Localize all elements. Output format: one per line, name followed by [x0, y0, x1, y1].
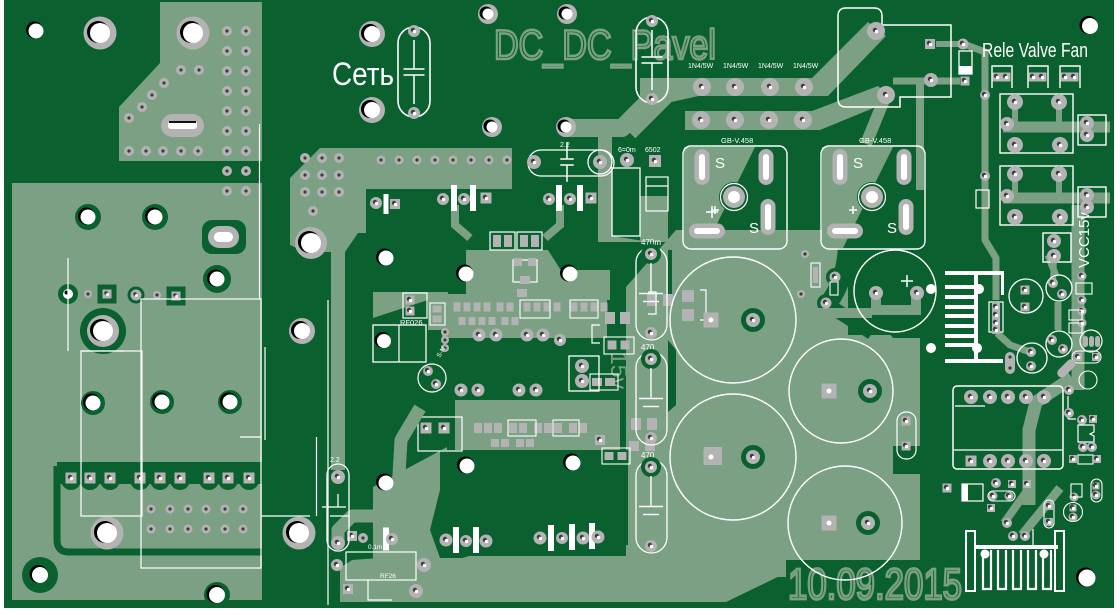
svg-text:S: S — [887, 220, 897, 237]
svg-text:0.1m: 0.1m — [368, 544, 382, 551]
svg-text:RF026: RF026 — [400, 318, 423, 327]
svg-text:Rele Valve Fan: Rele Valve Fan — [982, 40, 1088, 62]
svg-text:S: S — [749, 220, 759, 237]
svg-text:1N4/5W: 1N4/5W — [793, 63, 819, 70]
svg-text:6502: 6502 — [645, 147, 661, 154]
svg-text:S: S — [853, 155, 863, 172]
svg-text:Сеть: Сеть — [332, 56, 394, 92]
svg-text:6=0m: 6=0m — [618, 147, 636, 154]
svg-text:1N4/5W: 1N4/5W — [758, 63, 784, 70]
svg-text:1N4/5W: 1N4/5W — [688, 63, 714, 70]
svg-text:RF26: RF26 — [380, 573, 396, 580]
svg-text:470: 470 — [641, 451, 655, 460]
svg-text:2.2: 2.2 — [560, 142, 570, 149]
svg-text:S: S — [715, 155, 725, 172]
svg-text:470: 470 — [641, 343, 655, 352]
svg-text:470m: 470m — [641, 238, 661, 247]
svg-text:GB-V.458: GB-V.458 — [721, 136, 753, 145]
svg-text:GB-V.458: GB-V.458 — [859, 136, 891, 145]
svg-text:S-N: S-N — [436, 346, 448, 359]
svg-text:10.09.2015: 10.09.2015 — [788, 560, 962, 609]
svg-text:2.2: 2.2 — [330, 457, 340, 464]
svg-text:VCC15v: VCC15v — [1076, 212, 1093, 268]
svg-text:1N4/5W: 1N4/5W — [723, 63, 749, 70]
svg-text:DC_DC_Pavel: DC_DC_Pavel — [494, 21, 716, 68]
